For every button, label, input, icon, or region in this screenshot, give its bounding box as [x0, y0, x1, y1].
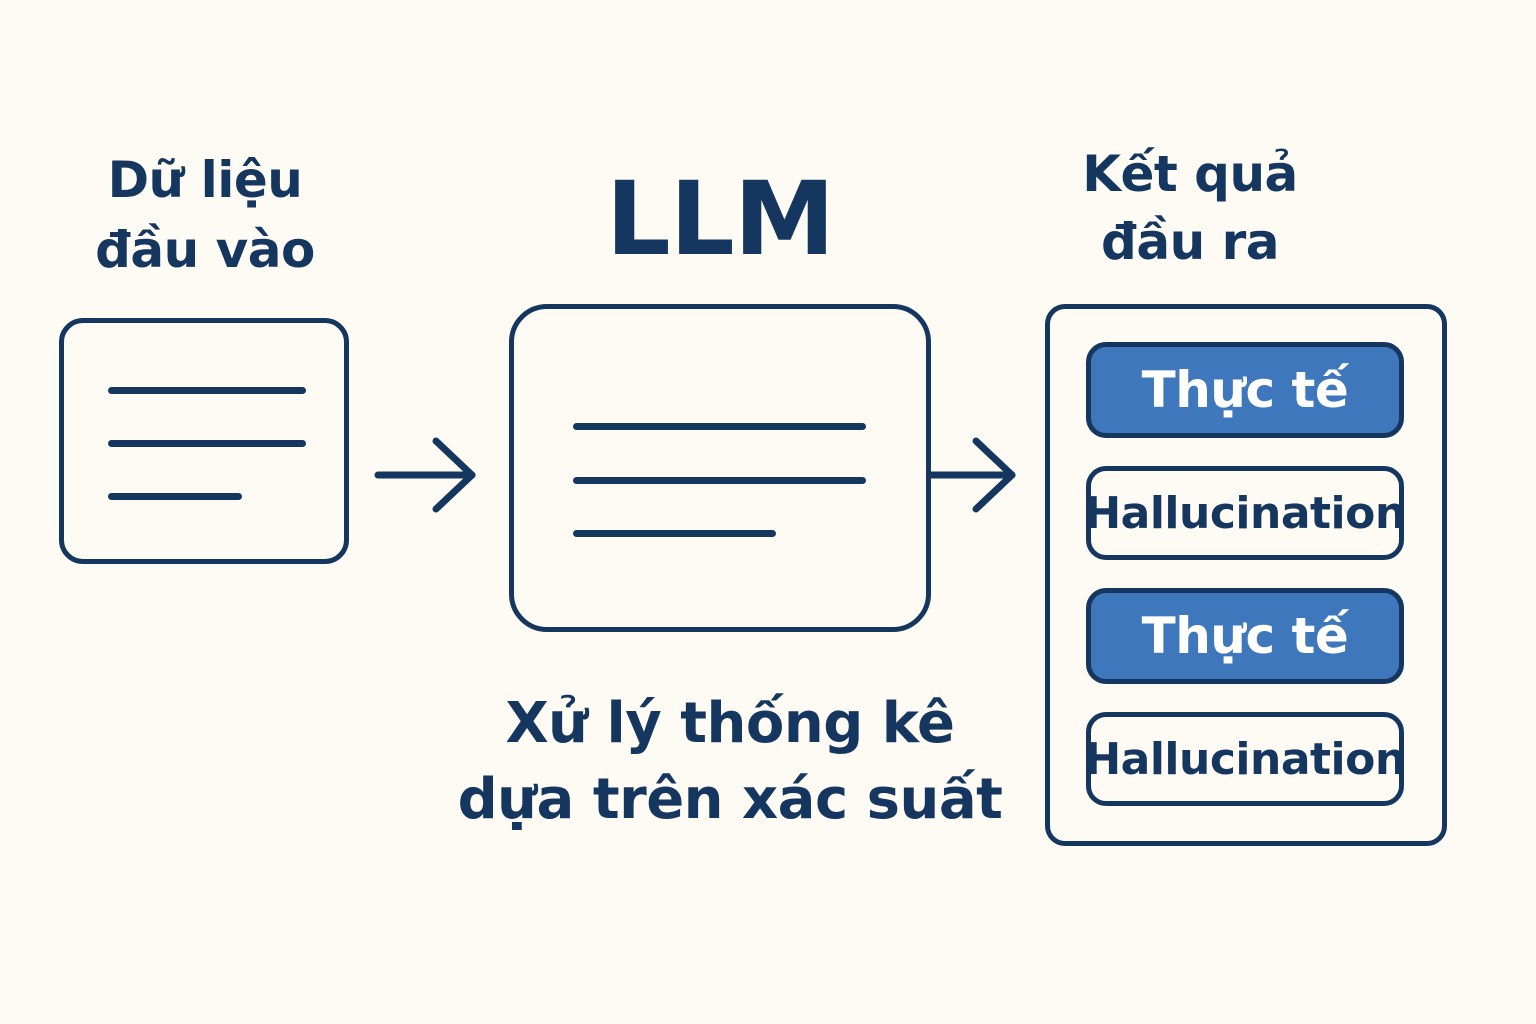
- output-title-line-1: Kết quả: [1082, 145, 1298, 203]
- output-title-line-2: đầu ra: [1101, 213, 1279, 271]
- caption-line-2: dựa trên xác suất: [457, 767, 1003, 832]
- input-data-title: Dữ liệu đầu vào: [60, 145, 350, 285]
- llm-text-line-2: [573, 477, 866, 484]
- input-text-line-3: [108, 493, 242, 500]
- arrow-right-icon: [374, 437, 476, 513]
- input-document-icon: [59, 318, 349, 564]
- llm-title: LLM: [605, 160, 836, 279]
- result-hallucination-badge: Hallucination: [1084, 466, 1406, 560]
- input-title-line-1: Dữ liệu: [107, 151, 303, 209]
- arrow-right-icon: [926, 437, 1016, 513]
- result-fact-badge: Thực tế: [1086, 588, 1404, 684]
- llm-text-line-1: [573, 423, 866, 430]
- input-text-line-2: [108, 440, 306, 447]
- output-title: Kết quả đầu ra: [1040, 140, 1340, 276]
- input-text-line-1: [108, 387, 306, 394]
- llm-document-icon: [509, 304, 931, 632]
- result-fact-badge: Thực tế: [1086, 342, 1404, 438]
- llm-text-line-3: [573, 530, 776, 537]
- caption-line-1: Xử lý thống kê: [505, 691, 955, 756]
- result-hallucination-badge: Hallucination: [1084, 712, 1406, 806]
- output-panel: [1045, 304, 1447, 846]
- llm-caption: Xử lý thống kê dựa trên xác suất: [440, 686, 1020, 838]
- input-title-line-2: đầu vào: [95, 221, 315, 279]
